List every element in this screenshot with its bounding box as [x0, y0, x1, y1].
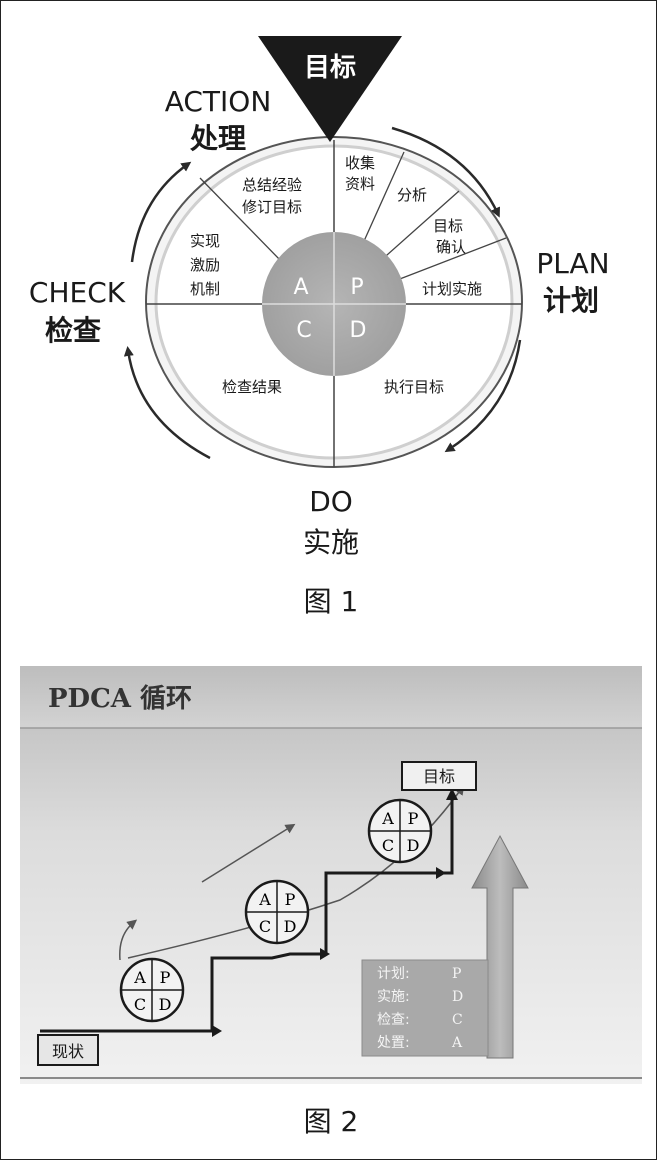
segment-execute-goal: 执行目标	[384, 378, 444, 396]
legend-label-3: 检查:	[377, 1012, 410, 1028]
legend-box	[361, 959, 489, 1057]
staircase-arrow-2	[320, 948, 330, 960]
legend-label-2: 实施:	[377, 989, 410, 1005]
trend-arrow-small	[119, 919, 138, 961]
center-letter-p: P	[350, 275, 363, 300]
segment-summary-line2: 修订目标	[242, 198, 302, 216]
wheel-3-letter-d: D	[407, 836, 420, 855]
legend-letter-4: A	[451, 1035, 463, 1051]
label-do-en: DO	[309, 485, 353, 518]
status-box	[37, 1034, 99, 1066]
staircase-arrow-3	[436, 867, 446, 879]
goal-triangle-marker	[258, 36, 402, 142]
wheel-1-letter-a: A	[133, 968, 146, 987]
arrow-plan-cycle	[391, 126, 500, 218]
center-letter-c: C	[296, 318, 311, 343]
goal-box-label: 目标	[423, 767, 455, 786]
wheel-3-letter-p: P	[408, 809, 419, 828]
segment-incentive-line3: 机制	[190, 280, 220, 298]
wheel-2-letter-d: D	[284, 917, 297, 936]
label-check-en: CHECK	[29, 276, 126, 309]
legend-label-4: 处置:	[377, 1035, 410, 1051]
figure-2-caption: 图 2	[304, 1105, 359, 1138]
staircase-arrow-4	[446, 788, 458, 800]
pdca-wheel-2: A P C D	[244, 879, 310, 945]
wheel-2-letter-p: P	[285, 890, 296, 909]
wheel-3-letter-c: C	[382, 836, 394, 855]
legend-letter-3: C	[452, 1012, 463, 1028]
center-letter-d: D	[350, 318, 367, 343]
legend-letter-1: P	[452, 966, 461, 982]
arrow-check-cycle	[123, 346, 211, 460]
segment-collect-line2: 资料	[345, 175, 375, 193]
label-action-zh: 处理	[189, 122, 246, 155]
arrow-action-cycle	[130, 161, 192, 263]
legend-label-1: 计划:	[377, 966, 410, 982]
segment-confirm-line1: 目标	[433, 217, 463, 235]
staircase-arrow-1	[212, 1025, 222, 1037]
trend-arrow-mid	[201, 823, 296, 883]
label-check-zh: 检查	[45, 314, 101, 347]
label-do-zh: 实施	[303, 526, 359, 559]
wheel-2-letter-c: C	[259, 917, 271, 936]
wheel-2-letter-a: A	[258, 890, 271, 909]
pdca-wheel-3: A P C D	[367, 798, 433, 864]
label-plan-zh: 计划	[543, 284, 599, 317]
segment-line-confirm	[377, 190, 460, 264]
legend-letter-2: D	[452, 989, 463, 1005]
segment-collect-line1: 收集	[345, 154, 375, 172]
figure-2-title: PDCA 循环	[48, 684, 192, 714]
label-plan-en: PLAN	[536, 247, 609, 280]
segment-line-summary	[199, 177, 283, 263]
wheel-1-letter-p: P	[160, 968, 171, 987]
arrow-do-cycle	[444, 339, 522, 453]
segment-plan-implement: 计划实施	[422, 280, 482, 298]
goal-marker-label: 目标	[304, 53, 356, 83]
segment-summary-line1: 总结经验	[242, 176, 302, 194]
segment-line-analyze	[359, 151, 405, 251]
center-letter-a: A	[293, 275, 308, 300]
segment-incentive-line2: 激励	[190, 256, 220, 274]
segment-line-plan-impl	[391, 237, 507, 283]
wheel-3-letter-a: A	[381, 809, 394, 828]
segment-check-result: 检查结果	[222, 378, 282, 396]
segment-analyze: 分析	[397, 186, 427, 204]
figure-2-title-bar	[20, 666, 642, 728]
goal-box	[401, 761, 477, 791]
label-action-en: ACTION	[165, 85, 272, 118]
figure-1-caption: 图 1	[304, 585, 359, 618]
figure-2-pdca-staircase: PDCA 循环 现状 目标 A P C D	[20, 666, 642, 1138]
segment-confirm-line2: 确认	[436, 238, 466, 256]
figure-2-panel	[20, 666, 642, 1084]
figure-1-pdca-wheel: A P C D 目标 收集 资料 分析 目标 确认 计划实施 总结经验 修订目标…	[29, 36, 610, 618]
big-upward-arrow	[471, 834, 529, 1059]
wheel-1-letter-d: D	[159, 995, 172, 1014]
status-box-label: 现状	[52, 1042, 84, 1061]
wheel-1-letter-c: C	[134, 995, 146, 1014]
segment-incentive-line1: 实现	[190, 232, 220, 250]
pdca-wheel-1: A P C D	[119, 957, 185, 1023]
